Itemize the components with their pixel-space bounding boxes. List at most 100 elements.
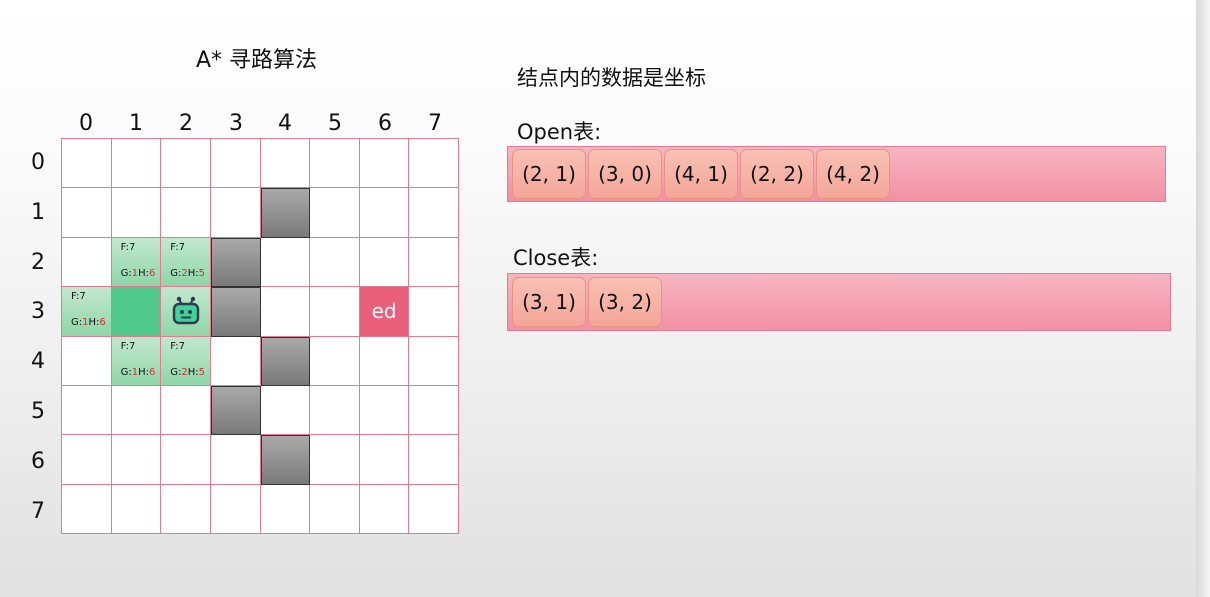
wall-cell	[210, 237, 261, 288]
g-value: 2	[181, 267, 188, 279]
col-label-2: 2	[179, 111, 193, 136]
f-cost: F:7	[121, 242, 136, 253]
empty-cell	[409, 336, 459, 386]
f-label: F:	[71, 291, 80, 303]
empty-cell	[260, 237, 311, 288]
list-node: (4, 2)	[816, 149, 890, 199]
empty-cell	[359, 139, 410, 189]
h-label: H:	[88, 317, 100, 329]
g-h-cost: G:2H:5	[170, 268, 205, 279]
list-node: (2, 1)	[512, 149, 586, 199]
empty-cell	[310, 139, 360, 189]
g-h-cost: G:2H:5	[170, 367, 205, 378]
h-label: H:	[187, 267, 199, 279]
empty-cell	[359, 435, 410, 485]
empty-cell	[111, 484, 162, 534]
list-node: (3, 0)	[588, 149, 662, 199]
close-list: (3, 1)(3, 2)	[507, 273, 1171, 331]
empty-cell	[359, 336, 410, 386]
robot-icon	[171, 295, 201, 329]
row-label-0: 0	[31, 150, 45, 175]
f-value: 7	[178, 241, 185, 253]
empty-cell	[409, 435, 459, 485]
page-title: A* 寻路算法	[196, 48, 318, 73]
empty-cell	[161, 435, 211, 485]
col-label-5: 5	[328, 111, 342, 136]
col-label-3: 3	[229, 111, 243, 136]
empty-cell	[260, 139, 311, 189]
empty-cell	[161, 139, 211, 189]
g-label: G:	[120, 366, 132, 378]
row-label-7: 7	[31, 499, 45, 524]
empty-cell	[62, 484, 112, 534]
empty-cell	[62, 336, 112, 386]
empty-cell	[310, 287, 360, 337]
empty-cell	[359, 385, 410, 436]
col-label-7: 7	[428, 111, 442, 136]
list-node: (4, 1)	[664, 149, 738, 199]
f-value: 7	[79, 291, 86, 303]
empty-cell	[359, 188, 410, 238]
empty-cell	[310, 188, 360, 238]
wall-cell	[260, 435, 311, 485]
list-node: (2, 2)	[740, 149, 814, 199]
row-label-1: 1	[31, 200, 45, 225]
g-label: G:	[170, 366, 182, 378]
wall-cell	[210, 385, 261, 436]
empty-cell	[409, 188, 459, 238]
col-label-0: 0	[79, 111, 93, 136]
g-label: G:	[170, 267, 182, 279]
empty-cell	[111, 435, 162, 485]
g-label: G:	[71, 317, 83, 329]
g-value: 1	[131, 267, 139, 279]
f-label: F:	[120, 241, 129, 253]
f-cost: F:7	[170, 341, 185, 352]
row-label-6: 6	[31, 449, 45, 474]
empty-cell	[210, 336, 261, 386]
g-value: 1	[82, 317, 89, 329]
empty-cell	[161, 484, 211, 534]
col-label-6: 6	[378, 111, 392, 136]
empty-cell	[111, 188, 162, 238]
empty-cell	[310, 237, 360, 288]
g-label: G:	[120, 267, 132, 279]
end-cell: ed	[359, 287, 410, 337]
empty-cell	[409, 287, 459, 337]
empty-cell	[409, 484, 459, 534]
empty-cell	[210, 188, 261, 238]
empty-cell	[310, 484, 360, 534]
f-label: F:	[170, 241, 179, 253]
empty-cell	[210, 484, 261, 534]
empty-cell	[260, 287, 311, 337]
empty-cell	[310, 336, 360, 386]
empty-cell	[111, 139, 162, 189]
empty-cell	[62, 188, 112, 238]
empty-cell	[161, 188, 211, 238]
empty-cell	[310, 435, 360, 485]
h-value: 6	[99, 317, 106, 329]
g-h-cost: G:1H:6	[71, 317, 106, 328]
list-node: (3, 1)	[512, 277, 586, 327]
h-label: H:	[187, 366, 199, 378]
wall-cell	[260, 336, 311, 386]
f-cost: F:7	[170, 242, 185, 253]
g-value: 2	[181, 366, 188, 378]
f-cost: F:7	[121, 341, 136, 352]
empty-cell	[310, 385, 360, 436]
wall-cell	[210, 287, 261, 337]
open-list: (2, 1)(3, 0)(4, 1)(2, 2)(4, 2)	[507, 146, 1166, 202]
h-value: 6	[149, 366, 156, 378]
f-label: F:	[170, 340, 179, 352]
g-h-cost: G:1H:6	[121, 367, 156, 378]
empty-cell	[161, 385, 211, 436]
h-value: 6	[149, 267, 156, 279]
empty-cell	[359, 484, 410, 534]
row-label-4: 4	[31, 349, 45, 374]
row-label-2: 2	[31, 250, 45, 275]
empty-cell	[62, 385, 112, 436]
empty-cell	[409, 237, 459, 288]
empty-cell	[62, 139, 112, 189]
